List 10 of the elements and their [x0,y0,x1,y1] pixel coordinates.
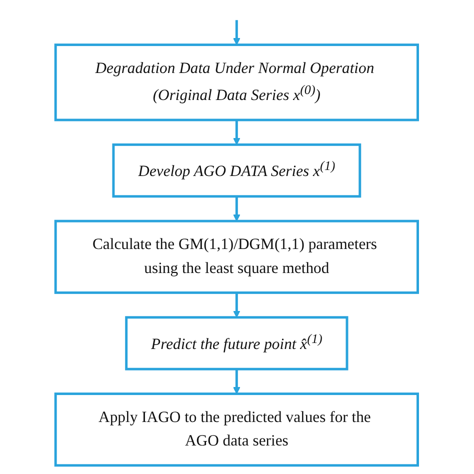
node-box: Degradation Data Under Normal Operation (Original Data Series x$^{(0)}$) [54,44,420,122]
node-box: Apply IAGO to the predicted values for the AGO data series [54,392,420,467]
node-box: Calculate the GM(1,1)/DGM(1,1) parameters using the least square method [54,220,420,294]
arrow [233,369,241,394]
arrow [233,292,241,318]
arrow [233,196,241,222]
node-box: Predict the future point x̂$^{(1)}$ [125,316,349,370]
arrow [233,20,241,46]
arrow [233,120,241,145]
node-box: Develop AGO DATA Series x$^{(1)}$ [112,143,362,198]
